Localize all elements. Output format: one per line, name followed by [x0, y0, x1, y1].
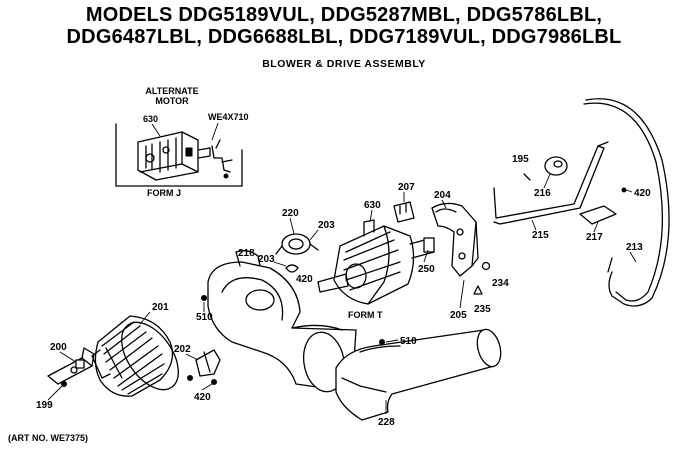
- leader-line: [139, 311, 151, 325]
- leader-line: [385, 339, 399, 343]
- leader-line: [47, 385, 63, 401]
- screw-510-duct: [379, 339, 385, 345]
- leader-line: [625, 189, 633, 193]
- drive-motor: [317, 219, 435, 305]
- diagram-title-line2: DDG6487LBL, DDG6688LBL, DDG7189VUL, DDG7…: [66, 26, 622, 48]
- drive-belt: [583, 98, 670, 307]
- wheel-mount-bracket: [47, 347, 95, 385]
- callout-420-lower: 420: [194, 392, 211, 403]
- inset-frame: [115, 123, 243, 187]
- callout-234: 234: [492, 278, 509, 289]
- leader-line: [289, 217, 295, 235]
- idler-arm: [493, 141, 609, 225]
- motor-mount-bracket: [431, 202, 479, 277]
- leader-line: [593, 221, 599, 233]
- leader-line: [531, 219, 537, 231]
- leader-line: [201, 383, 213, 391]
- screw-199: [61, 381, 67, 387]
- diagram-subtitle: BLOWER & DRIVE ASSEMBLY: [262, 58, 426, 70]
- callout-228: 228: [378, 417, 395, 428]
- callout-204: 204: [434, 190, 451, 201]
- callout-217: 217: [586, 232, 603, 243]
- callout-203-lower: 203: [258, 254, 275, 265]
- callout-510-duct: 510: [400, 336, 417, 347]
- motor-switch: [393, 201, 415, 223]
- art-number: (ART NO. WE7375): [8, 433, 89, 443]
- callout-420-upper: 420: [634, 188, 651, 199]
- screw-510-left: [201, 295, 207, 301]
- callout-630-inset: 630: [143, 114, 158, 124]
- screw-195: [523, 173, 531, 181]
- blower-wheel: [91, 315, 179, 397]
- idler-bracket: [579, 205, 617, 225]
- inset-heading-motor: MOTOR: [155, 96, 189, 106]
- alternate-motor: [137, 131, 211, 181]
- callout-213: 213: [626, 242, 643, 253]
- callout-220: 220: [282, 208, 299, 219]
- callout-200: 200: [50, 342, 67, 353]
- motor-mount-ring: [275, 233, 319, 255]
- screw-420-upper: [621, 187, 627, 193]
- inset-heading-alternate: ALTERNATE: [145, 86, 198, 96]
- callout-203-upper: 203: [318, 220, 335, 231]
- diagram-title-line1: MODELS DDG5189VUL, DDG5287MBL, DDG5786LB…: [85, 4, 603, 26]
- callout-205: 205: [450, 310, 467, 321]
- motor-terminal-clip: [211, 139, 233, 179]
- leader-line: [185, 353, 199, 361]
- callout-201: 201: [152, 302, 169, 313]
- callout-420-mid: 420: [296, 274, 313, 285]
- leader-line: [441, 199, 447, 209]
- leader-line: [543, 173, 551, 189]
- idler-pulley: [544, 156, 568, 176]
- callout-215: 215: [532, 230, 549, 241]
- callout-216: 216: [534, 188, 551, 199]
- screw-420-mid: [285, 264, 299, 273]
- leader-line: [211, 122, 219, 141]
- callout-199: 199: [36, 400, 53, 411]
- screw-235: [473, 285, 483, 295]
- alternate-motor-inset: ALTERNATE MOTOR 630 WE4X710 FORM J: [115, 86, 249, 198]
- leader-line: [151, 123, 161, 137]
- inset-form-label: FORM J: [147, 188, 181, 198]
- callout-630-main: 630: [364, 200, 381, 211]
- callout-235: 235: [474, 304, 491, 315]
- leader-line: [629, 251, 637, 263]
- leader-line: [459, 279, 465, 309]
- leader-line: [59, 351, 77, 363]
- callout-218: 218: [238, 248, 255, 259]
- exhaust-duct: [335, 328, 502, 421]
- motor-form-label: FORM T: [348, 310, 383, 320]
- leader-line: [369, 209, 373, 223]
- inset-part-number: WE4X710: [208, 112, 249, 122]
- leader-line: [309, 229, 319, 241]
- leader-line: [273, 261, 287, 267]
- screw-234: [481, 261, 491, 271]
- callout-250: 250: [418, 264, 435, 275]
- blower-housing: [207, 250, 357, 393]
- callout-207: 207: [398, 182, 415, 193]
- blower-clamp: [187, 349, 221, 385]
- leader-line: [423, 249, 429, 263]
- callout-195: 195: [512, 154, 529, 165]
- callout-202: 202: [174, 344, 191, 355]
- callout-510-left: 510: [196, 312, 213, 323]
